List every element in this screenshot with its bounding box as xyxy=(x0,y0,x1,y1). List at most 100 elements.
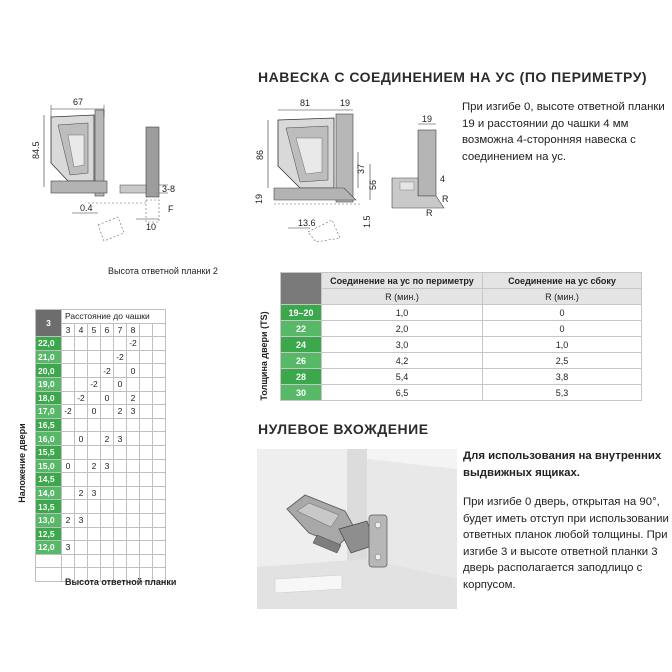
overlay-cell: 0 xyxy=(87,404,101,419)
overlay-cell xyxy=(61,336,75,351)
overlay-column-header: 7 xyxy=(113,322,127,338)
overlay-cell xyxy=(87,553,101,569)
radius-sub-header-1: R (мин.) xyxy=(321,288,483,305)
overlay-row-label: 16,5 xyxy=(35,417,62,433)
radius-row-label: 26 xyxy=(280,352,322,369)
overlay-cell xyxy=(74,444,88,460)
radius-cell: 1,0 xyxy=(321,304,483,321)
overlay-cell xyxy=(87,349,101,365)
radius-table: Соединение на ус по периметру Соединение… xyxy=(280,272,642,401)
overlay-cell xyxy=(61,485,75,501)
overlay-cell xyxy=(100,349,114,365)
overlay-cell xyxy=(61,444,75,460)
overlay-cell xyxy=(113,499,127,514)
overlay-cell xyxy=(152,540,166,555)
overlay-column-header: 6 xyxy=(100,322,114,338)
overlay-cell: -2 xyxy=(113,349,127,365)
hinge-drawing-left: 67 84.5 3-8 F 0.4 10 xyxy=(31,97,175,242)
radius-corner xyxy=(280,272,322,305)
dim-3-8: 3-8 xyxy=(162,184,175,194)
overlay-column-header: 4 xyxy=(74,322,88,338)
overlay-cell xyxy=(126,553,140,569)
overlay-cell xyxy=(113,336,127,351)
overlay-cell xyxy=(61,499,75,514)
overlay-cell xyxy=(113,417,127,433)
overlay-row: 14,5 xyxy=(35,472,166,487)
overlay-bottom-label: Высота ответной планки xyxy=(65,577,177,587)
overlay-cell: 0 xyxy=(61,458,75,474)
dim-right-r1: R xyxy=(442,194,449,204)
overlay-cell xyxy=(152,417,166,433)
overlay-cell: -2 xyxy=(100,363,114,378)
overlay-cell: 0 xyxy=(113,376,127,392)
dim-19-left: 19 xyxy=(254,194,264,204)
overlay-column-header: 5 xyxy=(87,322,101,338)
overlay-row-label xyxy=(35,567,62,582)
radius-vertical-label-wrap: Толщина двери (TS) xyxy=(257,303,271,413)
overlay-column-header: 3 xyxy=(61,322,75,338)
hinge-drawing-middle: 81 19 86 37 56 19 13.6 1.5 xyxy=(254,98,378,242)
overlay-cell xyxy=(87,417,101,433)
overlay-cell xyxy=(87,512,101,528)
overlay-cell xyxy=(87,390,101,406)
overlay-cell xyxy=(139,472,153,487)
overlay-cell: 0 xyxy=(126,363,140,378)
radius-cell: 2,5 xyxy=(482,352,642,369)
heading-zero: НУЛЕВОЕ ВХОЖДЕНИЕ xyxy=(258,421,429,437)
radius-row-label: 24 xyxy=(280,336,322,353)
dim-67: 67 xyxy=(73,97,83,107)
radius-row-label: 30 xyxy=(280,384,322,401)
overlay-cell xyxy=(126,512,140,528)
overlay-cell xyxy=(74,363,88,378)
overlay-cell: 3 xyxy=(74,512,88,528)
overlay-cell xyxy=(74,376,88,392)
overlay-cell xyxy=(139,404,153,419)
overlay-cell xyxy=(152,376,166,392)
miter-line: соединением на ус. xyxy=(462,150,567,163)
overlay-cell xyxy=(100,417,114,433)
overlay-cell xyxy=(152,458,166,474)
overlay-cell: 2 xyxy=(87,458,101,474)
overlay-cell xyxy=(100,376,114,392)
zero-line: ответных планок любой толщины. При xyxy=(463,529,668,541)
overlay-row-label: 14,0 xyxy=(35,485,62,501)
overlay-cell xyxy=(87,499,101,514)
overlay-cell: 3 xyxy=(87,485,101,501)
overlay-cell xyxy=(100,499,114,514)
overlay-cell xyxy=(126,485,140,501)
overlay-cell: 3 xyxy=(100,458,114,474)
overlay-cell xyxy=(113,526,127,542)
zero-bold-line: выдвижных ящиках. xyxy=(463,466,580,479)
overlay-row-label: 12,0 xyxy=(35,540,62,555)
overlay-cell xyxy=(100,553,114,569)
dim-56: 56 xyxy=(368,180,378,190)
overlay-header-row: 3 Расстояние до чашки xyxy=(35,308,166,338)
radius-subheader-row: R (мин.) R (мин.) xyxy=(281,288,642,305)
dim-13-6: 13.6 xyxy=(298,218,316,228)
radius-cell: 3,8 xyxy=(482,368,642,385)
overlay-row: 22,0-2 xyxy=(35,336,166,351)
overlay-cell xyxy=(61,349,75,365)
miter-line: 19 и расстоянии до чашки 4 мм xyxy=(462,117,629,130)
radius-col-header-1: Соединение на ус по периметру xyxy=(321,272,483,289)
radius-row-label: 19–20 xyxy=(280,304,322,321)
radius-cell: 5,4 xyxy=(321,368,483,385)
overlay-cell xyxy=(113,485,127,501)
dim-19-top: 19 xyxy=(340,98,350,108)
overlay-cell xyxy=(152,349,166,365)
overlay-row: 15,5 xyxy=(35,444,166,460)
overlay-column-header xyxy=(152,322,166,338)
overlay-cell xyxy=(139,431,153,446)
overlay-cell xyxy=(61,417,75,433)
overlay-cell: -2 xyxy=(74,390,88,406)
overlay-row: 21,0-2 xyxy=(35,349,166,365)
overlay-cell xyxy=(152,526,166,542)
overlay-cell xyxy=(100,404,114,419)
overlay-cell xyxy=(139,512,153,528)
overlay-cell xyxy=(139,417,153,433)
